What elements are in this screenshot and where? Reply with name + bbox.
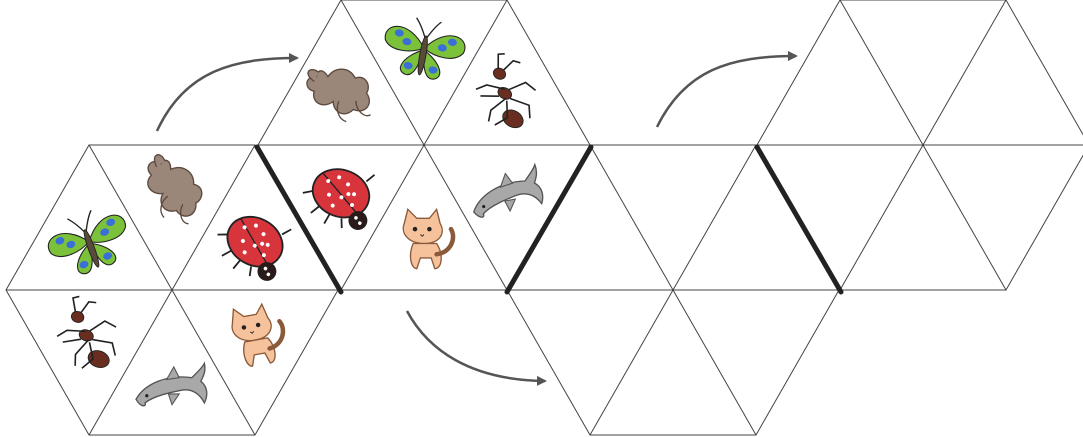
hex-top-right: [757, 0, 1083, 290]
cat-icon: [229, 301, 288, 368]
butterfly-icon: [379, 13, 468, 84]
ant-icon: [465, 50, 551, 138]
arrow: [657, 56, 796, 127]
dolphin-icon: [136, 363, 207, 406]
ladybug-icon: [207, 199, 299, 289]
arrow: [157, 58, 297, 131]
hex-top: [258, 0, 590, 290]
arrow: [407, 311, 545, 381]
butterfly-icon: [41, 201, 137, 283]
fold-edge: [757, 147, 841, 292]
dog-icon: [140, 153, 208, 225]
cat-icon: [403, 209, 453, 268]
ant-icon: [50, 294, 130, 378]
hex-left: [6, 145, 338, 435]
hex-mid-bottom: [507, 145, 839, 435]
ladybug-icon: [295, 154, 383, 237]
dog-icon: [303, 53, 378, 132]
fold-edge: [507, 147, 591, 292]
dolphin-icon: [467, 164, 544, 218]
